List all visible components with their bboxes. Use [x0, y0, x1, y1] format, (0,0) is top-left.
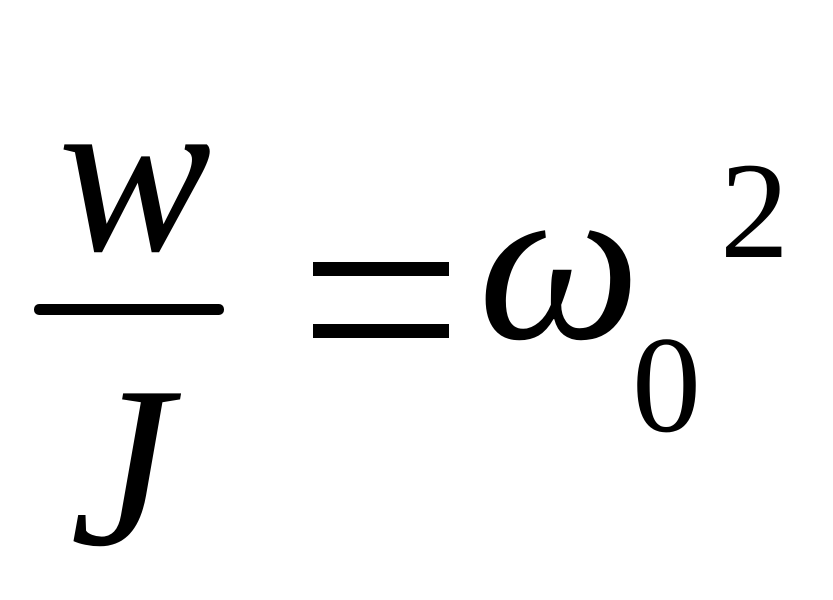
- equals-bar-top: [313, 262, 449, 276]
- omega-symbol: ω: [478, 133, 641, 388]
- omega-subscript: 0: [632, 308, 701, 461]
- equals-sign: [313, 262, 449, 338]
- fraction-numerator: w: [58, 45, 212, 300]
- fraction-denominator: J: [70, 339, 173, 594]
- equals-bar-bottom: [313, 324, 449, 338]
- fraction-bar: [34, 304, 224, 315]
- omega-superscript: 2: [720, 134, 789, 287]
